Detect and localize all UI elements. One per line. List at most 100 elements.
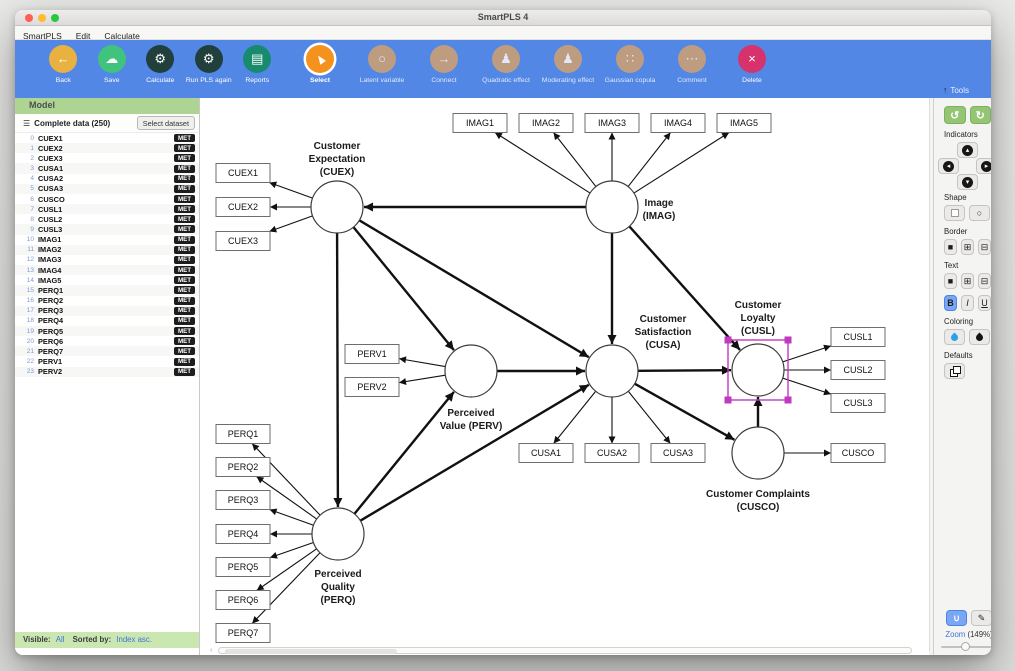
shape-rectangle-button[interactable] xyxy=(944,205,965,221)
indicator-box-perv2[interactable] xyxy=(344,377,400,397)
indicator-box-cuex1[interactable] xyxy=(215,163,271,183)
zoom-window-button[interactable] xyxy=(51,14,59,22)
reports-button[interactable]: ▤Reports xyxy=(233,45,282,84)
underline-button[interactable]: U xyxy=(978,295,991,311)
selection-handle[interactable] xyxy=(724,336,732,344)
grab-mode-button[interactable]: ∪ xyxy=(946,610,967,626)
border-increase-button[interactable]: ⊞ xyxy=(961,239,974,255)
indicator-box-imag2[interactable] xyxy=(518,113,574,133)
text-decrease-button[interactable]: ⊟ xyxy=(978,273,991,289)
comment-button[interactable]: ⋯Comment xyxy=(661,45,723,84)
apply-defaults-button[interactable] xyxy=(944,363,965,379)
path-IMAG-CUSL[interactable] xyxy=(628,225,741,351)
indicator-box-cusl2[interactable] xyxy=(830,360,886,380)
indicator-box-imag3[interactable] xyxy=(584,113,640,133)
italic-button[interactable]: I xyxy=(961,295,974,311)
latent-variable-button[interactable]: ○Latent variable xyxy=(351,45,413,84)
indicator-box-cusa1[interactable] xyxy=(518,443,574,463)
bold-button[interactable]: B xyxy=(944,295,957,311)
menu-item-smartpls[interactable]: SmartPLS xyxy=(23,31,62,41)
scrollbar-left-arrow-icon[interactable]: ‹ xyxy=(210,647,213,654)
construct-cusco[interactable] xyxy=(731,426,785,480)
close-window-button[interactable] xyxy=(25,14,33,22)
shape-circle-button[interactable]: ○ xyxy=(969,205,990,221)
delete-button[interactable]: ×Delete xyxy=(721,45,783,84)
calculate-button[interactable]: ⚙Calculate xyxy=(136,45,185,84)
indicators-right-button[interactable]: ▸ xyxy=(976,158,991,174)
indicator-box-cuex3[interactable] xyxy=(215,231,271,251)
moderating-effect-button[interactable]: ♟Moderating effect xyxy=(537,45,599,84)
connect-button[interactable]: →Connect xyxy=(413,45,475,84)
indicator-box-imag5[interactable] xyxy=(716,113,772,133)
selection-handle[interactable] xyxy=(724,396,732,404)
save-button[interactable]: ☁Save xyxy=(88,45,137,84)
construct-cusa[interactable] xyxy=(585,344,639,398)
indicator-box-cusl3[interactable] xyxy=(830,393,886,413)
indicator-box-perq6[interactable] xyxy=(215,590,271,610)
indicator-box-perq1[interactable] xyxy=(215,424,271,444)
run-pls-again-button[interactable]: ⚙Run PLS again xyxy=(185,45,234,84)
path-CUSA-CUSL[interactable] xyxy=(637,365,732,375)
selection-handle[interactable] xyxy=(784,396,792,404)
visible-filter-link[interactable]: All xyxy=(55,635,65,644)
zoom-link[interactable]: Zoom xyxy=(945,630,966,639)
menu-item-calculate[interactable]: Calculate xyxy=(104,31,140,41)
quadratic-effect-button[interactable]: ♟Quadratic effect xyxy=(475,45,537,84)
construct-perq[interactable] xyxy=(311,507,365,561)
horizontal-scrollbar[interactable] xyxy=(218,647,912,654)
indicator-box-cusco[interactable] xyxy=(830,443,886,463)
indicator-box-imag1[interactable] xyxy=(452,113,508,133)
minimize-window-button[interactable] xyxy=(38,14,46,22)
construct-perv[interactable] xyxy=(444,344,498,398)
edit-mode-button[interactable]: ✎ xyxy=(971,610,991,626)
indicator-box-perv1[interactable] xyxy=(344,344,400,364)
indicator-box-cusa2[interactable] xyxy=(584,443,640,463)
indicator-box-perq7[interactable] xyxy=(215,623,271,643)
select-dataset-button[interactable]: Select dataset xyxy=(136,116,195,130)
gaussian-copula-button[interactable]: ∷Gaussian copula xyxy=(599,45,661,84)
vertical-scrollbar[interactable] xyxy=(929,98,933,651)
path-PERQ-PERV[interactable] xyxy=(353,391,455,515)
indicator-box-perq3[interactable] xyxy=(215,490,271,510)
indicators-down-button[interactable]: ▾ xyxy=(957,174,978,190)
redo-button[interactable]: ↻ xyxy=(969,106,991,124)
border-decrease-button[interactable]: ⊟ xyxy=(978,239,991,255)
zoom-slider[interactable] xyxy=(941,642,991,652)
path-CUEX-PERQ[interactable] xyxy=(333,232,343,508)
indicator-box-perq5[interactable] xyxy=(215,557,271,577)
indicator-box-imag4[interactable] xyxy=(650,113,706,133)
horizontal-scrollbar-thumb[interactable] xyxy=(225,648,397,654)
construct-cuex[interactable] xyxy=(310,180,364,234)
undo-button[interactable]: ↺ xyxy=(944,106,966,124)
indicator-box-perq4[interactable] xyxy=(215,524,271,544)
indicators-left-button[interactable]: ◂ xyxy=(938,158,959,174)
path-CUEX-CUSA[interactable] xyxy=(358,219,590,359)
menu-item-edit[interactable]: Edit xyxy=(75,31,91,41)
selection-handle[interactable] xyxy=(784,336,792,344)
zoom-slider-thumb[interactable] xyxy=(961,642,970,651)
construct-cusl[interactable] xyxy=(731,343,785,397)
path-CUEX-PERV[interactable] xyxy=(352,226,455,351)
indicators-up-button[interactable]: ▴ xyxy=(957,142,978,158)
indicator-box-cuex2[interactable] xyxy=(215,197,271,217)
border-color-button[interactable]: ■ xyxy=(944,239,957,255)
